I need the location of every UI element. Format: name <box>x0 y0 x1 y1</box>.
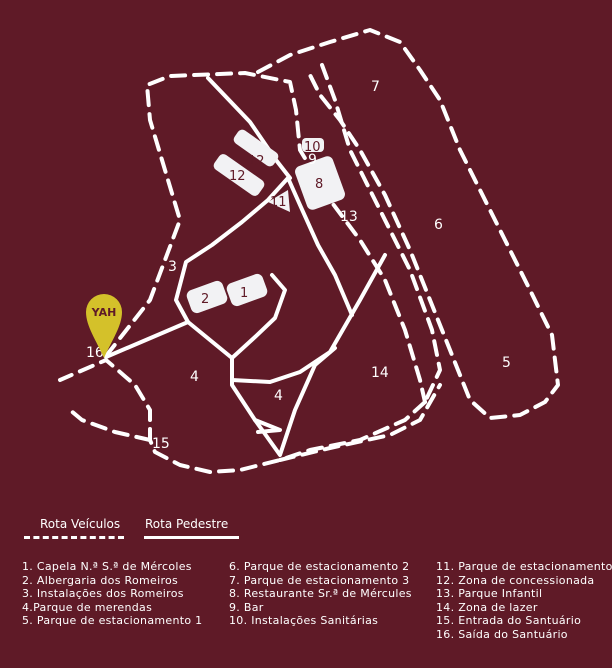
legend-item: 9. Bar <box>229 600 264 614</box>
zone-label-5: 5 <box>502 355 511 371</box>
building-10 <box>302 138 324 152</box>
you-are-here-marker: YAH <box>86 294 122 358</box>
vehicle-route-south-east <box>278 383 442 462</box>
zone-label-4b: 4 <box>274 388 283 404</box>
legend-item: 14. Zona de lazer <box>436 600 538 614</box>
legend-item: 13. Parque Infantil <box>436 587 543 601</box>
vehicle-route-east-loop <box>256 28 560 420</box>
legend-column-2: 6. Parque de estacionamento 2 7. Parque … <box>229 560 412 628</box>
building-12b <box>213 154 265 196</box>
building-8 <box>295 156 345 210</box>
legend-item: 4.Parque de merendas <box>22 600 153 614</box>
legend-item: 8. Restaurante Sr.ª de Mércules <box>229 587 412 601</box>
route-legend: Rota Veículos Rota Pedestre <box>24 517 324 541</box>
zone-label-6: 6 <box>434 217 443 233</box>
zone-label-12a: 12 <box>248 154 265 169</box>
zone-label-11: 11 <box>270 195 287 210</box>
vehicle-route-inner-east <box>320 63 442 404</box>
pedestrian-route-legend-label: Rota Pedestre <box>145 517 229 531</box>
pedestrian-route-north <box>206 76 292 180</box>
vehicle-routes <box>58 28 560 474</box>
map-pin-icon <box>86 294 122 358</box>
buildings <box>186 129 345 314</box>
pedestrian-route-east <box>230 253 387 384</box>
zone-label-9: 9 <box>308 152 317 168</box>
zone-label-16: 16 <box>86 345 104 361</box>
pedestrian-route-center <box>230 273 287 360</box>
legend-item: 16. Saída do Santuário <box>436 627 568 641</box>
legend-item: 5. Parque de estacionamento 1 <box>22 614 203 628</box>
pedestrian-route-legend-line <box>144 536 239 539</box>
vehicle-route-legend-label: Rota Veículos <box>40 517 121 531</box>
vehicle-route-west-spur <box>68 408 152 442</box>
vehicle-route-north-loop <box>104 71 427 404</box>
zone-label-10: 10 <box>304 140 321 155</box>
legend-item: 7. Parque de estacionamento 3 <box>229 573 410 587</box>
zone-label-3: 3 <box>168 259 177 275</box>
zone-label-12b: 12 <box>229 169 246 184</box>
legend-item: 10. Instalações Sanitárias <box>229 614 379 628</box>
legend-column-1: 1. Capela N.ª S.ª de Mércoles 2. Alberga… <box>22 560 202 628</box>
zone-label-15: 15 <box>152 436 170 452</box>
zone-label-2: 2 <box>201 292 209 307</box>
zone-label-4a: 4 <box>190 369 199 385</box>
legend-item: 12. Zona de concessionada <box>436 573 595 587</box>
pedestrian-route-main <box>104 176 354 359</box>
building-2 <box>186 280 228 314</box>
zone-labels: 1 2 3 4 4 5 6 7 8 9 10 11 12 12 13 14 15… <box>86 79 511 452</box>
sanctuary-map: 1 2 3 4 4 5 6 7 8 9 10 11 12 12 13 14 15… <box>58 28 560 474</box>
building-1 <box>226 273 268 307</box>
legend-item: 11. Parque de estacionamento <box>436 560 612 573</box>
pedestrian-route-south <box>253 418 282 434</box>
zone-label-8: 8 <box>315 177 323 192</box>
legend-item: 3. Instalações dos Romeiros <box>22 587 184 601</box>
building-11 <box>268 190 290 212</box>
zone-label-7: 7 <box>371 79 380 95</box>
pedestrian-routes <box>104 76 387 457</box>
pedestrian-route-loop <box>186 320 337 457</box>
vehicle-route-legend-line <box>24 536 124 539</box>
zone-label-1: 1 <box>240 286 248 301</box>
building-12a <box>233 129 279 167</box>
legend-item: 6. Parque de estacionamento 2 <box>229 560 410 573</box>
zone-label-14: 14 <box>371 365 389 381</box>
you-are-here-label: YAH <box>91 306 117 319</box>
legend-item: 1. Capela N.ª S.ª de Mércoles <box>22 560 192 573</box>
legend-column-3: 11. Parque de estacionamento 12. Zona de… <box>436 560 612 642</box>
legend-item: 2. Albergaria dos Romeiros <box>22 573 179 587</box>
zone-label-13: 13 <box>340 209 358 225</box>
legend-item: 15. Entrada do Santuário <box>436 614 582 628</box>
